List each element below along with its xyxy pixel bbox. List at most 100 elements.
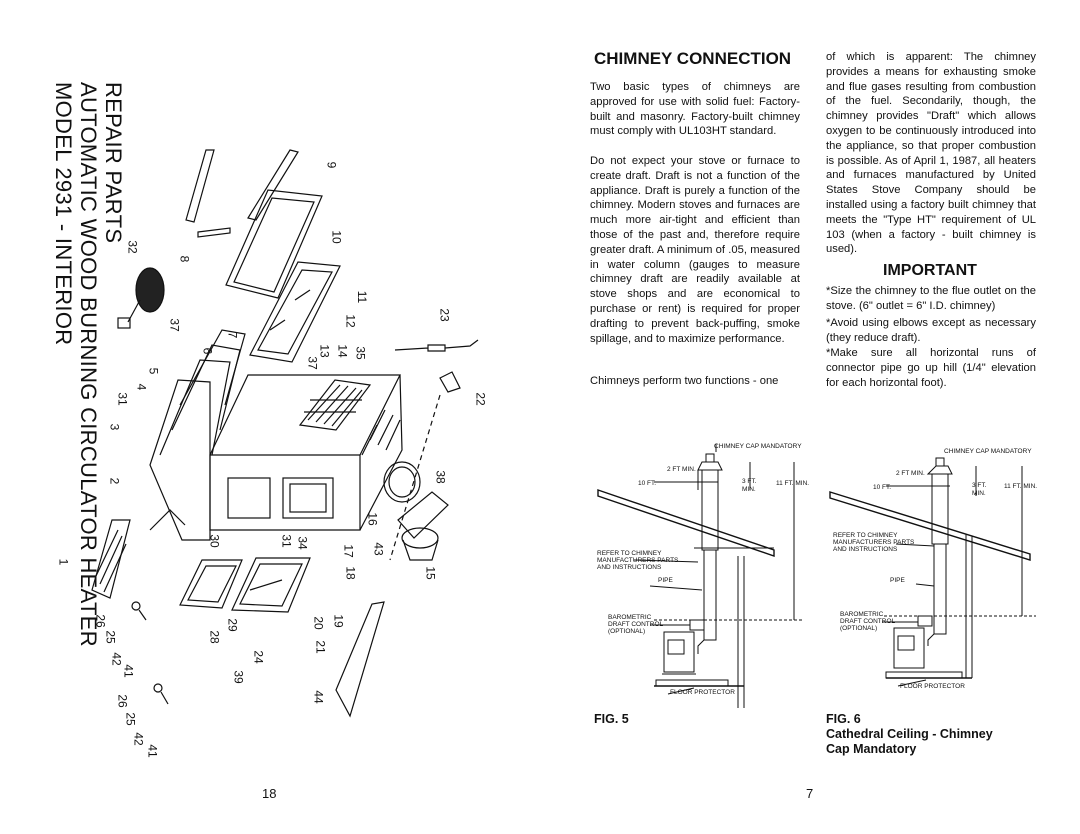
title-model: MODEL 2931 - INTERIOR: [51, 82, 76, 346]
part-ash-doors: [179, 557, 311, 613]
fig5-2ft-min-label: 2 FT MIN.: [667, 466, 696, 473]
part-gasket: [383, 461, 421, 503]
part-label: 11: [355, 290, 370, 304]
part-side-panels: [149, 329, 246, 541]
fig6-label: FIG. 6: [826, 712, 861, 726]
part-label: 35: [353, 346, 368, 360]
fig6-baro-label: BAROMETRIC: [840, 611, 884, 618]
part-label: 41: [121, 664, 136, 678]
part-label: 32: [125, 240, 140, 254]
exploded-parts-diagram: [91, 149, 479, 718]
fig6-pipe-label: PIPE: [890, 577, 905, 584]
fig5-refer-label: REFER TO CHIMNEY: [597, 550, 662, 557]
fig5-floor-label: FLOOR PROTECTOR: [670, 689, 735, 696]
part-label: 30: [207, 534, 222, 548]
fig5-3ft-min-label: MIN.: [742, 486, 756, 493]
paragraph: Chimneys perform two functions - one: [590, 375, 779, 387]
fig6-10ft-label: 10 FT.: [873, 484, 892, 491]
part-label: 24: [251, 650, 266, 664]
part-label: 13: [317, 344, 332, 358]
fig6-refer-label: MANUFACTURERS PARTS: [833, 539, 915, 546]
part-label: 15: [423, 566, 438, 580]
part-label: 37: [305, 356, 320, 370]
fig6-caption: Cathedral Ceiling - Chimney: [826, 727, 993, 741]
fig5-baro-label: (OPTIONAL): [608, 628, 646, 635]
paragraph: Do not expect your stove or furnace to c…: [590, 155, 800, 345]
part-label: 12: [343, 314, 358, 328]
part-label: 14: [335, 344, 350, 358]
important-item: *Avoid using elbows except as necessary …: [826, 317, 1036, 344]
part-label: 6: [200, 347, 215, 355]
part-latch: [439, 371, 461, 393]
fig5-3ft-label: 3 FT.: [742, 478, 757, 485]
part-label: 39: [231, 670, 246, 684]
part-label: 31: [115, 392, 130, 406]
part-label: 25: [103, 630, 118, 644]
part-top-trim: [185, 149, 299, 223]
part-label: 38: [433, 470, 448, 484]
fig5-11ft-label: 11 FT. MIN.: [776, 480, 810, 487]
part-label: 2: [107, 477, 122, 485]
fig6-2ft-min-label: 2 FT MIN.: [896, 470, 925, 477]
fig5-baro-label: BAROMETRIC: [608, 614, 652, 621]
fig6-refer-label: REFER TO CHIMNEY: [833, 532, 898, 539]
important-heading: IMPORTANT: [883, 262, 977, 279]
paragraph: Two basic types of chimneys are approved…: [590, 81, 800, 138]
fig6-baro-label: DRAFT CONTROL: [840, 618, 896, 625]
fig6-caption: Cap Mandatory: [826, 742, 917, 756]
part-label: 28: [207, 630, 222, 644]
fig6-3ft-label: 3 FT.: [972, 482, 987, 489]
part-bottom-panel: [335, 601, 385, 718]
part-label: 8: [177, 255, 192, 263]
part-spring-rod: [394, 339, 479, 352]
part-damper-assembly: [117, 267, 165, 329]
part-label: 3: [107, 423, 122, 431]
part-label: 42: [131, 732, 146, 746]
part-label: 18: [343, 566, 358, 580]
part-label: 31: [279, 534, 294, 548]
part-flue-collar: [397, 491, 449, 561]
part-label: 29: [225, 618, 240, 632]
part-label: 4: [134, 383, 149, 391]
part-label: 7: [225, 331, 240, 339]
section-heading: CHIMNEY CONNECTION: [594, 49, 792, 68]
important-item: *Make sure all horizontal runs of connec…: [826, 347, 1036, 389]
page-number-right: 7: [806, 786, 814, 801]
part-label: 26: [115, 694, 130, 708]
part-label: 22: [473, 392, 488, 406]
part-main-body: [209, 374, 403, 531]
part-label: 41: [145, 744, 160, 758]
fig6-3ft-min-label: MIN.: [972, 490, 986, 497]
fig5-refer-label: AND INSTRUCTIONS: [597, 564, 662, 571]
part-label: 34: [295, 536, 310, 550]
fig5-refer-label: MANUFACTURERS PARTS: [597, 557, 679, 564]
part-label: 19: [331, 614, 346, 628]
part-label: 17: [341, 544, 356, 558]
fig5-10ft-label: 10 FT.: [638, 480, 657, 487]
fig5-label: FIG. 5: [594, 712, 629, 726]
part-label: 37: [167, 318, 182, 332]
part-label: 43: [371, 542, 386, 556]
part-hardware: [131, 601, 169, 705]
fig6-chimney-cap-label: CHIMNEY CAP MANDATORY: [944, 448, 1032, 455]
part-label: 10: [329, 230, 344, 244]
important-item: *Size the chimney to the flue outlet on …: [826, 285, 1036, 312]
figure-5-diagram: [597, 444, 804, 708]
part-door-frame: [225, 189, 323, 299]
fig6-refer-label: AND INSTRUCTIONS: [833, 546, 898, 553]
part-label: 9: [324, 161, 339, 169]
fig6-11ft-label: 11 FT. MIN.: [1004, 483, 1038, 490]
figure-6-diagram: [829, 457, 1036, 687]
part-label: 44: [311, 690, 326, 704]
fig6-floor-label: FLOOR PROTECTOR: [900, 683, 965, 690]
part-grille: [91, 519, 131, 599]
page-number-left: 18: [262, 786, 277, 801]
part-label: 21: [313, 640, 328, 654]
part-label: 26: [93, 614, 108, 628]
part-label: 20: [311, 616, 326, 630]
part-glass: [249, 261, 341, 363]
fig5-chimney-cap-label: CHIMNEY CAP MANDATORY: [714, 443, 802, 450]
part-label: 1: [56, 558, 71, 566]
part-label: 5: [146, 367, 161, 375]
fig5-baro-label: DRAFT CONTROL: [608, 621, 664, 628]
